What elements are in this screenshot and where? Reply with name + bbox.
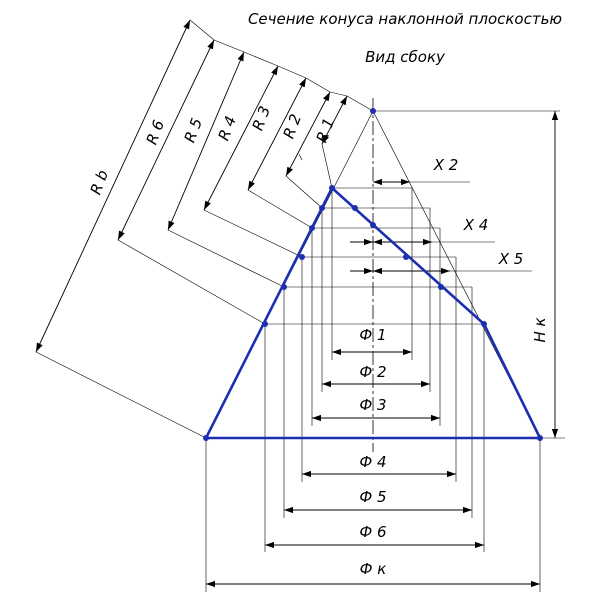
dim-r5: [167, 51, 245, 231]
ext-r1: [321, 143, 333, 189]
apex-point: [370, 108, 376, 114]
label-r5: R 5: [181, 116, 206, 145]
label-d2: Ф 2: [359, 363, 386, 381]
section-point-6: [481, 321, 487, 327]
ext-r4-r5: [243, 51, 279, 67]
edge-point-2: [319, 205, 325, 211]
title-line-1: Сечение конуса наклонной плоскостью: [248, 10, 562, 28]
label-d3: Ф 3: [359, 396, 386, 414]
label-hk: H к: [531, 317, 549, 342]
section-point-4: [403, 254, 409, 260]
ext-r6-rb: [189, 19, 215, 41]
ext-r4: [203, 209, 303, 258]
ext-r2-r3: [305, 77, 331, 93]
ext-r6: [117, 239, 266, 325]
section-point-5: [438, 284, 444, 290]
edge-point-5: [281, 284, 287, 290]
label-rb: R b: [87, 168, 112, 197]
dim-rb: [35, 19, 191, 353]
ext-r3: [247, 189, 313, 229]
ext-r2: [285, 175, 323, 209]
title-line-2: Вид сбоку: [365, 48, 446, 66]
edge-point-3: [309, 225, 315, 231]
ext-r1-r2: [329, 91, 348, 97]
label-r6: R 6: [143, 118, 168, 147]
label-d4: Ф 4: [359, 453, 386, 471]
ext-apex-r1: [346, 95, 374, 112]
ext-r2-top: [298, 153, 303, 161]
section-point-1: [329, 185, 335, 191]
radius-dimensions: R 1 R 2 R 3 R 4 R 5 R 6 R b: [35, 19, 374, 439]
label-r4: R 4: [215, 114, 240, 143]
base-point-left: [203, 435, 209, 441]
label-x5: X 5: [498, 250, 524, 268]
label-x2: X 2: [433, 156, 459, 174]
edge-point-6: [262, 321, 268, 327]
ext-r3-r4: [277, 65, 307, 79]
label-d1: Ф 1: [359, 326, 386, 344]
dim-r6: [117, 39, 215, 241]
section-point-3: [370, 222, 376, 228]
ext-rb: [35, 351, 207, 439]
label-r2: R 2: [280, 112, 305, 141]
section-points: [203, 108, 543, 441]
ext-r5-r6: [213, 39, 245, 53]
base-point-right: [537, 435, 543, 441]
edge-point-4: [299, 254, 305, 260]
label-d6: Ф 6: [359, 523, 386, 541]
section-point-2: [352, 205, 358, 211]
label-dk: Ф к: [360, 560, 387, 578]
label-r3: R 3: [249, 104, 274, 133]
label-x4: X 4: [463, 216, 489, 234]
label-d5: Ф 5: [359, 488, 386, 506]
